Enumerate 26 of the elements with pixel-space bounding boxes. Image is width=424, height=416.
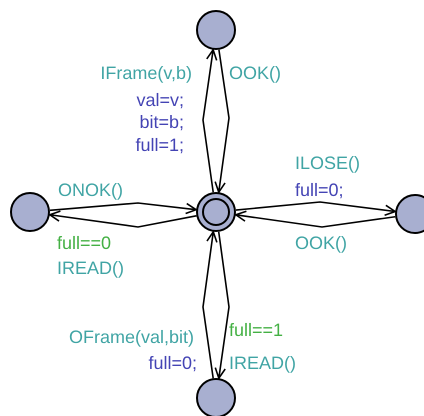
update-label: full=1;	[135, 134, 184, 156]
transition-arrow	[235, 210, 396, 228]
transition-arrow	[49, 210, 197, 228]
update-label: val=v;	[136, 89, 184, 111]
state-circle	[196, 10, 236, 50]
sync-label: OOK()	[295, 232, 347, 254]
transition-arrow	[236, 201, 396, 216]
transition-arrow	[50, 202, 197, 214]
transition-arrow	[214, 232, 230, 379]
sync-label: IREAD()	[57, 257, 124, 279]
update-label: bit=b;	[139, 111, 184, 133]
transition-arrow	[214, 50, 230, 193]
guard-label: full==1	[229, 319, 284, 341]
sync-label: OFrame(val,bit)	[68, 326, 194, 348]
state-circle	[10, 192, 50, 232]
update-label: full=0;	[148, 352, 197, 374]
transition-arrow	[202, 49, 218, 192]
guard-label: full==0	[57, 232, 112, 254]
initial-state-circle	[196, 192, 236, 232]
sync-label: ONOK()	[58, 179, 123, 201]
sync-label: IFrame(v,b)	[100, 62, 192, 84]
transition-arrow	[202, 231, 218, 378]
update-label: full=0;	[295, 179, 344, 201]
sync-label: OOK()	[229, 62, 281, 84]
sync-label: IREAD()	[229, 352, 296, 374]
sync-label: ILOSE()	[295, 152, 360, 174]
